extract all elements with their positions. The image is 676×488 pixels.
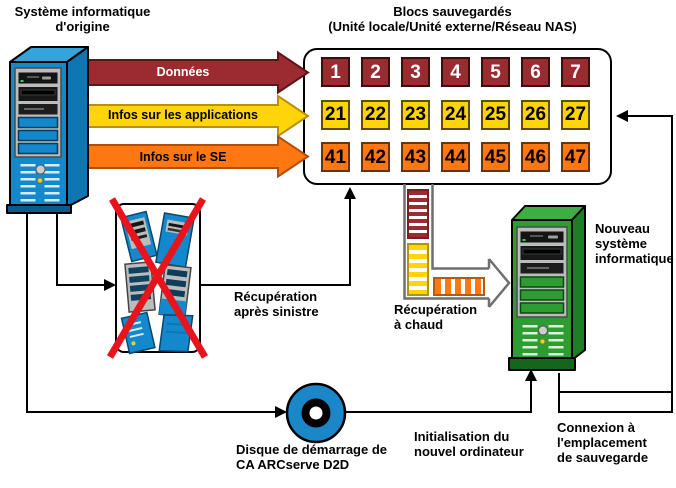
power-led-icon xyxy=(539,338,546,345)
new-system-line3: informatique xyxy=(595,251,674,266)
backup-block: 43 xyxy=(401,142,430,172)
os-striped-bar xyxy=(433,277,485,296)
power-button-icon xyxy=(35,164,46,175)
flow-line-backup-connection-loop xyxy=(558,110,673,413)
backup-block: 1 xyxy=(321,57,350,87)
disaster-recovery-line2: après sinistre xyxy=(234,304,319,319)
init-line1: Initialisation du xyxy=(414,429,510,444)
boot-disc-icon xyxy=(285,382,347,444)
boot-disk-label: Disque de démarrage de CA ARCserve D2D xyxy=(236,442,387,472)
apps-arrow-label: Infos sur les applications xyxy=(107,108,259,122)
backup-block: 42 xyxy=(361,142,390,172)
flow-line-disc-to-new-computer xyxy=(345,369,537,413)
new-system-line1: Nouveau xyxy=(595,221,650,236)
disaster-recovery-label: Récupération après sinistre xyxy=(234,289,319,319)
vent-grille-icon xyxy=(20,164,60,202)
hot-recovery-pipe xyxy=(403,184,511,308)
apps-arrow xyxy=(87,94,310,138)
backup-box-title-line2: (Unité locale/Unité externe/Réseau NAS) xyxy=(328,19,577,34)
init-line2: nouvel ordinateur xyxy=(414,444,524,459)
data-arrow xyxy=(87,50,310,95)
connect-line1: Connexion à xyxy=(557,420,636,435)
disaster-recovery-line1: Récupération xyxy=(234,289,318,304)
connect-line3: de sauvegarde xyxy=(557,450,649,465)
backup-box-title-line1: Blocs sauvegardés xyxy=(393,4,512,19)
origin-computer-icon xyxy=(6,46,89,214)
backup-connection-label: Connexion à l'emplacement de sauvegarde xyxy=(557,420,648,465)
vent-grille-icon xyxy=(522,325,564,356)
flow-line-origin-to-disc xyxy=(26,212,287,418)
data-arrow-label: Données xyxy=(156,65,210,79)
backup-block: 3 xyxy=(401,57,430,87)
backup-block: 2 xyxy=(361,57,390,87)
red-cross-icon xyxy=(106,197,209,359)
power-button-icon xyxy=(538,325,548,336)
backup-block: 46 xyxy=(521,142,550,172)
backup-box-title: Blocs sauvegardés (Unité locale/Unité ex… xyxy=(290,4,615,34)
os-arrow-label: Infos sur le SE xyxy=(139,149,227,164)
backup-block: 5 xyxy=(481,57,510,87)
flow-line-disaster-recovery xyxy=(200,187,356,286)
backup-block: 4 xyxy=(441,57,470,87)
backup-block: 21 xyxy=(321,99,350,130)
new-system-label: Nouveau système informatique xyxy=(595,221,674,266)
failed-computer-icon xyxy=(106,197,209,359)
backup-block: 24 xyxy=(441,99,470,130)
backup-block: 27 xyxy=(561,99,590,130)
pipe-arrowhead-icon xyxy=(488,258,511,308)
backup-block: 25 xyxy=(481,99,510,130)
backup-block: 45 xyxy=(481,142,510,172)
backup-block: 22 xyxy=(361,99,390,130)
data-striped-bar xyxy=(407,189,429,239)
backup-block: 23 xyxy=(401,99,430,130)
os-arrow xyxy=(87,134,310,179)
new-system-line2: système xyxy=(595,236,648,251)
backup-block: 44 xyxy=(441,142,470,172)
backup-block: 6 xyxy=(521,57,550,87)
backup-block: 26 xyxy=(521,99,550,130)
backup-blocks-grid: 1 2 3 4 5 6 7 21 22 23 24 25 26 27 41 42… xyxy=(321,57,590,172)
power-led-icon xyxy=(37,177,43,184)
hot-recovery-label: Récupération à chaud xyxy=(394,302,477,332)
connect-line2: l'emplacement xyxy=(557,435,647,450)
hot-recovery-line1: Récupération xyxy=(394,302,478,317)
boot-disk-line1: Disque de démarrage de xyxy=(236,442,387,457)
hot-recovery-line2: à chaud xyxy=(394,317,444,332)
origin-system-label: Système informatique d'origine xyxy=(5,4,160,34)
apps-striped-bar xyxy=(407,243,429,296)
backup-block: 41 xyxy=(321,142,350,172)
backup-block: 7 xyxy=(561,57,590,87)
flow-line-origin-to-failed xyxy=(56,212,116,291)
boot-disk-line2: CA ARCserve D2D xyxy=(236,457,350,472)
origin-system-label-line1: Système informatique xyxy=(14,4,151,19)
backup-block: 47 xyxy=(561,142,590,172)
new-computer-icon xyxy=(508,205,586,371)
init-new-computer-label: Initialisation du nouvel ordinateur xyxy=(414,429,524,459)
origin-system-label-line2: d'origine xyxy=(55,19,110,34)
